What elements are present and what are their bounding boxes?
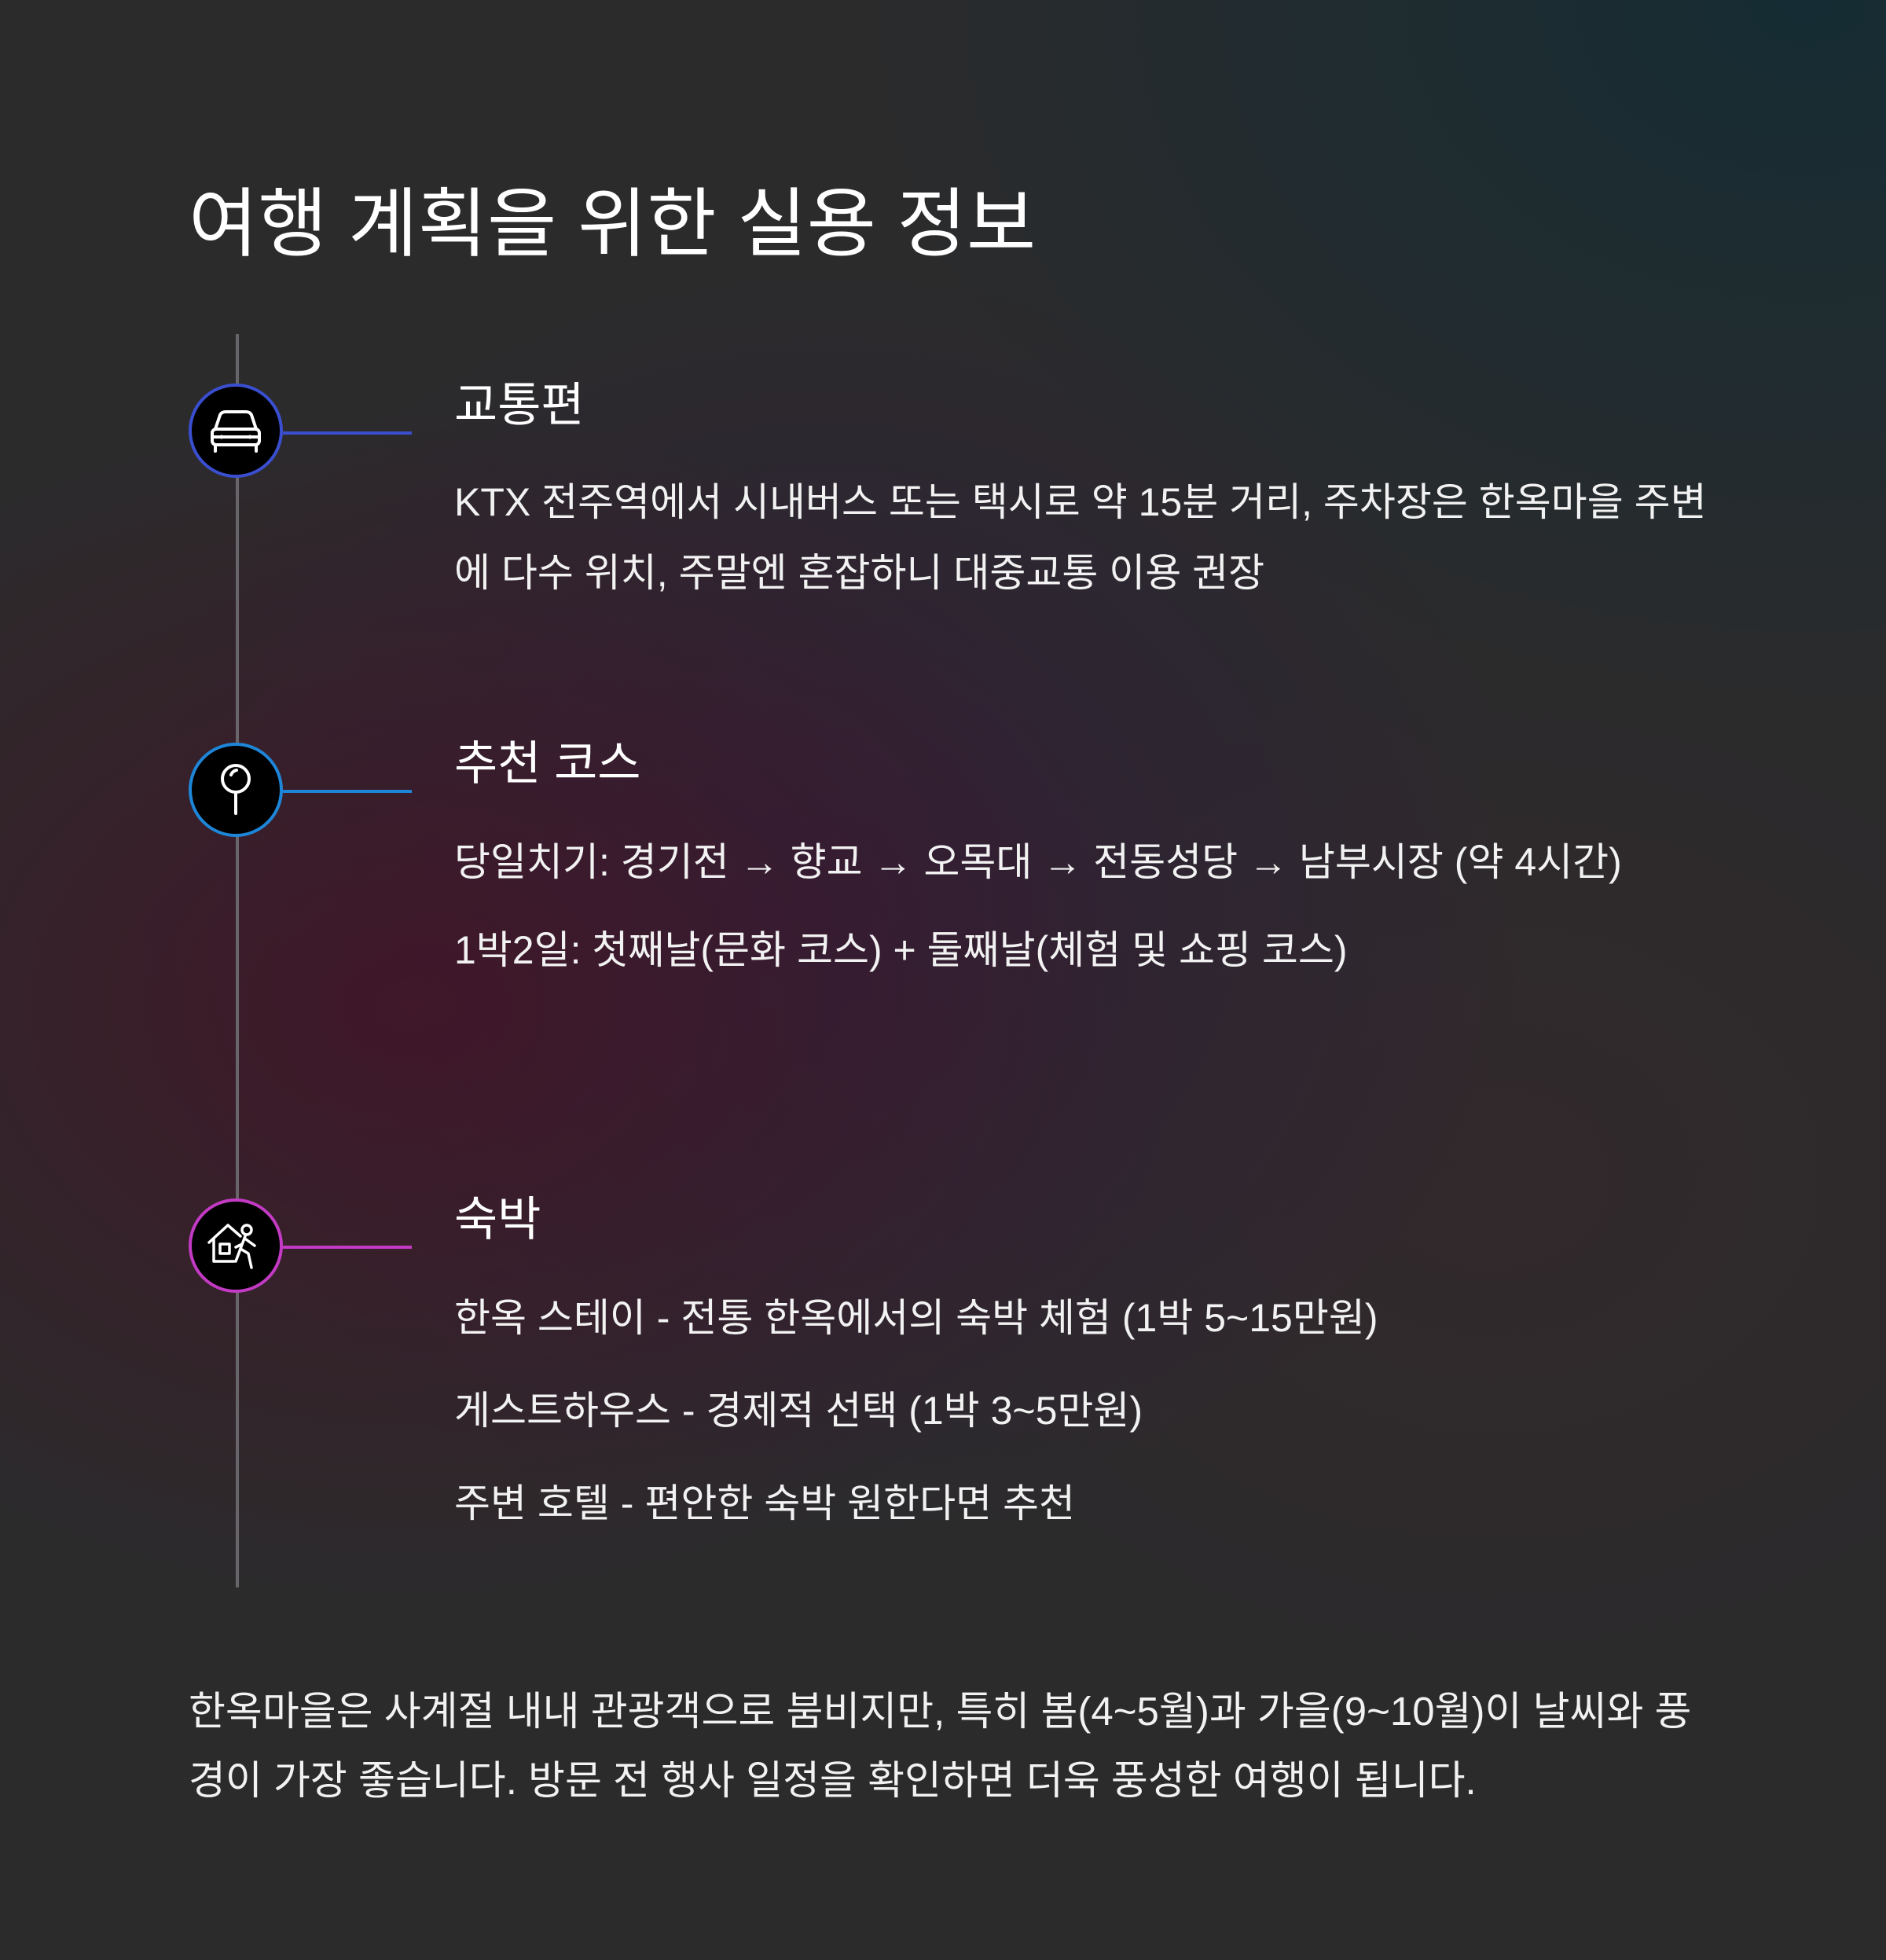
transport-title: 교통편	[454, 379, 585, 431]
page-title: 여행 계획을 위한 실용 정보	[189, 182, 1037, 266]
lodging-line: 게스트하우스 - 경제적 선택 (1박 3~5만원)	[454, 1389, 1143, 1433]
transport-body: KTX 전주역에서 시내버스 또는 택시로 약 15분 거리, 주차장은 한옥마…	[454, 467, 1712, 608]
course-node	[189, 743, 283, 837]
car-icon	[211, 410, 261, 453]
course-line: 1박2일: 첫째날(문화 코스) + 둘째날(체험 및 쇼핑 코스)	[454, 928, 1348, 972]
transport-node	[189, 384, 283, 478]
lodging-line: 주변 호텔 - 편안한 숙박 원한다면 추천	[454, 1481, 1075, 1525]
course-title: 추천 코스	[454, 737, 641, 790]
course-body: 당일치기: 경기전 → 향교 → 오목대 → 전동성당 → 남부시장 (약 4시…	[454, 827, 1712, 986]
closing-paragraph: 한옥마을은 사계절 내내 관광객으로 붐비지만, 특히 봄(4~5월)과 가을(…	[189, 1689, 1692, 1803]
transport-line: KTX 전주역에서 시내버스 또는 택시로 약 15분 거리, 주차장은 한옥마…	[454, 480, 1707, 595]
lodging-connector	[283, 1246, 412, 1249]
course-line: 당일치기: 경기전 → 향교 → 오목대 → 전동성당 → 남부시장 (약 4시…	[454, 840, 1622, 884]
timeline-line	[236, 334, 239, 1587]
transport-connector	[283, 431, 412, 435]
course-connector	[283, 790, 412, 793]
lodging-line: 한옥 스테이 - 전통 한옥에서의 숙박 체험 (1박 5~15만원)	[454, 1296, 1378, 1340]
lodging-title: 숙박	[454, 1193, 541, 1246]
map-pin-icon	[221, 764, 251, 815]
lodging-node	[189, 1198, 283, 1293]
lodging-body: 한옥 스테이 - 전통 한옥에서의 숙박 체험 (1박 5~15만원) 게스트하…	[454, 1283, 1712, 1539]
house-walker-icon	[207, 1224, 256, 1269]
